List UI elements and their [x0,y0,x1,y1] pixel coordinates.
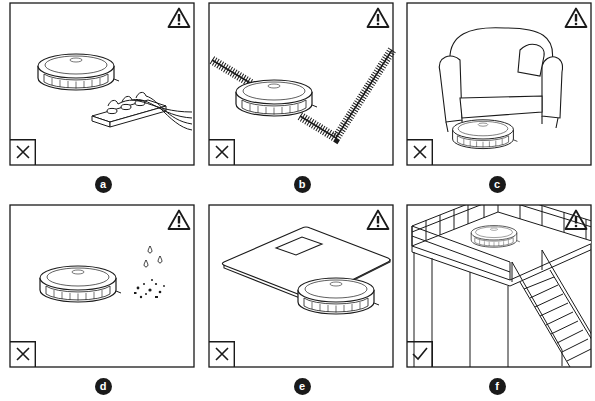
drawing-part [518,44,544,76]
drawing-part [107,108,117,113]
support-posts [414,252,508,367]
drawing-part [169,9,190,28]
drawing-part [158,256,162,263]
panel-frames [10,3,591,367]
callout-letter: c [489,176,506,193]
drawing-part [169,211,190,230]
drawing-part [542,57,563,118]
drawing-part [236,80,317,116]
drawing-part [512,250,591,366]
drawing-part [108,92,146,106]
cables [118,96,192,130]
callout-letter: a [95,176,112,193]
panel-e-scene [222,227,390,314]
drawing-part [38,54,119,90]
panel-f-scene [412,205,591,367]
drawing-part [212,60,252,84]
drawing-part [10,3,194,165]
drawing-part [209,205,393,367]
drawing-part [453,120,518,149]
drawing-part [40,266,121,302]
drawing-part [146,96,192,124]
rug-fringe [212,50,392,138]
drawing-part [151,279,153,281]
drawing-part [407,140,432,165]
drawing-part [110,106,166,127]
warning-icons [169,9,587,230]
panel-b-scene [212,50,392,138]
callout-letter: d [95,378,112,395]
liquid-drops [144,246,162,267]
drawing-part [132,99,192,118]
drawing-part [160,108,192,130]
callout-letter: e [294,378,311,395]
debris [134,279,165,298]
callout-letter: b [294,176,311,193]
drawing-part [145,293,147,295]
panel-c-scene [439,28,562,149]
armchair [439,28,562,132]
drawing-part [512,250,591,350]
drawing-part [10,140,35,165]
drawing-part [471,226,520,248]
railing [412,205,591,280]
drawing-part [439,56,462,122]
power-strip [92,92,166,127]
panel-d-scene [40,246,165,302]
drawing-part [209,140,234,165]
drawing-part [368,211,389,230]
drawing-part [121,104,131,109]
panel-a-scene [38,54,192,130]
drawing-part [163,285,165,287]
drawing-part [368,9,389,28]
drawing-part [159,291,162,294]
drawing-part [10,342,35,367]
verdict-marks [10,140,432,367]
drawing-part [414,252,508,367]
drawing-part [524,277,591,361]
drawing-part [298,278,379,314]
drawing-part [144,260,148,267]
drawing-part [140,296,142,298]
drawing-part [209,342,234,367]
drawing-part [212,60,252,84]
drawing-part [209,3,393,165]
drawing-part [134,292,137,294]
drawing-part [155,296,158,298]
drawing-part [407,205,591,367]
callout-letter: f [489,378,506,395]
drawing-part [407,3,591,165]
drawing-part [10,205,194,367]
drawing-part [143,283,145,285]
drawing-part [460,96,542,118]
drawing-part [92,116,110,127]
drawing-part [450,28,553,100]
drawing-part [566,9,587,28]
drawing-part [300,50,392,138]
drawing-part [155,283,157,285]
drawing-part [412,246,591,286]
stairs [512,250,591,367]
drawing-part [148,246,152,253]
drawing-part [137,287,140,290]
drawing-part [148,288,151,291]
drawing-part [276,237,322,255]
drawing-part [300,50,392,138]
drawing-part [520,270,591,367]
drawing-part [407,342,432,367]
